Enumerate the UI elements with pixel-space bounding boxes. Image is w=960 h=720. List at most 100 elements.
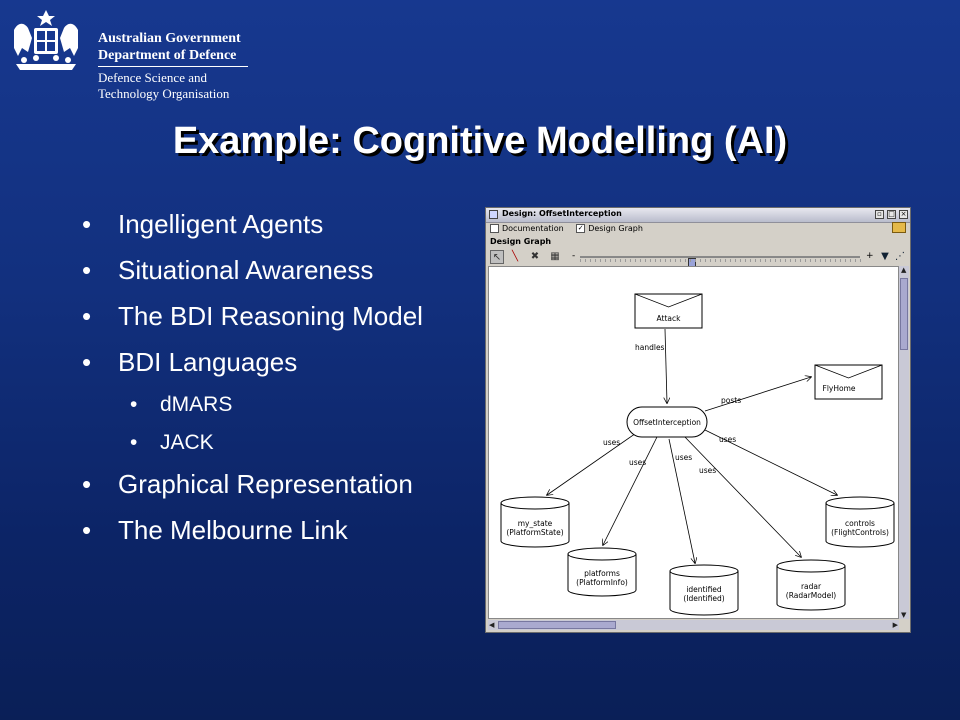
layout-grid-icon[interactable]: ▦ bbox=[550, 251, 560, 262]
node-label: controls bbox=[845, 519, 875, 528]
node-platforms[interactable]: platforms (PlatformInfo) bbox=[567, 547, 637, 597]
slider-tick bbox=[640, 259, 641, 262]
slider-tick bbox=[760, 259, 761, 262]
slider-tick bbox=[630, 259, 631, 262]
slider-tick bbox=[835, 259, 836, 262]
slider-tick bbox=[785, 259, 786, 262]
design-window: Design: OffsetInterception ▫ □ × Documen… bbox=[485, 207, 911, 633]
slider-tick bbox=[740, 259, 741, 262]
zoom-in-label: + bbox=[866, 251, 874, 261]
select-pointer-icon[interactable]: ↖ bbox=[490, 250, 504, 264]
slider-tick bbox=[735, 259, 736, 262]
slider-tick bbox=[730, 259, 731, 262]
slider-tick bbox=[825, 259, 826, 262]
vertical-scroll-thumb[interactable] bbox=[900, 278, 908, 350]
window-icon bbox=[489, 210, 498, 219]
slider-tick bbox=[650, 259, 651, 262]
node-radar[interactable]: radar (RadarModel) bbox=[776, 559, 846, 611]
edge-uses-platforms bbox=[603, 436, 658, 545]
slider-tick bbox=[595, 259, 596, 262]
section-label: Design Graph bbox=[490, 237, 552, 246]
documentation-checkbox[interactable] bbox=[490, 224, 499, 233]
delete-icon[interactable]: ✖ bbox=[530, 251, 540, 262]
slider-tick bbox=[610, 259, 611, 262]
agency-divider bbox=[98, 66, 248, 67]
horizontal-scrollbar[interactable]: ◀ ▶ bbox=[488, 620, 899, 630]
agency-line-3: Defence Science and bbox=[98, 70, 207, 85]
node-flyhome[interactable]: FlyHome bbox=[814, 364, 883, 400]
node-attack[interactable]: Attack bbox=[634, 293, 703, 329]
slider-tick bbox=[685, 259, 686, 262]
bullet-list: Ingelligent Agents Situational Awareness… bbox=[78, 205, 458, 557]
edge-label-posts: posts bbox=[721, 396, 741, 405]
node-offset-interception[interactable]: OffsetInterception bbox=[626, 406, 708, 438]
edge-label-uses: uses bbox=[629, 458, 646, 467]
slider-tick bbox=[690, 259, 691, 262]
slider-tick bbox=[745, 259, 746, 262]
slider-tick bbox=[725, 259, 726, 262]
zoom-slider[interactable] bbox=[580, 256, 861, 267]
slider-tick bbox=[645, 259, 646, 262]
close-icon[interactable]: × bbox=[899, 210, 908, 219]
node-label: identified bbox=[686, 585, 722, 594]
zoom-out-label: - bbox=[572, 251, 576, 261]
bullet-item: Situational Awareness bbox=[78, 251, 458, 289]
view-toggles: Documentation ✓Design Graph bbox=[490, 224, 653, 233]
bullet-item: Graphical Representation bbox=[78, 465, 458, 503]
agency-line-4: Technology Organisation bbox=[98, 86, 230, 101]
documentation-toggle[interactable]: Documentation bbox=[490, 224, 564, 233]
filter-icon[interactable]: ▼ bbox=[881, 251, 889, 262]
bullet-item: BDI Languages bbox=[78, 343, 458, 381]
node-type: (PlatformState) bbox=[506, 528, 563, 537]
node-identified[interactable]: identified (Identified) bbox=[669, 564, 739, 616]
node-label: Attack bbox=[657, 314, 682, 323]
design-graph-canvas[interactable]: handles posts uses uses uses uses uses A… bbox=[488, 266, 899, 619]
vertical-scrollbar[interactable]: ▲ ▼ bbox=[899, 266, 909, 619]
scroll-right-icon[interactable]: ▶ bbox=[892, 621, 898, 629]
slider-tick bbox=[615, 259, 616, 262]
sub-bullet-item: JACK bbox=[78, 427, 458, 459]
coat-of-arms-icon bbox=[14, 10, 78, 70]
draw-link-icon[interactable]: ╲ bbox=[511, 251, 519, 262]
slider-tick bbox=[770, 259, 771, 262]
slider-tick bbox=[775, 259, 776, 262]
slider-tick bbox=[680, 259, 681, 262]
slider-tick bbox=[845, 259, 846, 262]
maximize-icon[interactable]: □ bbox=[887, 210, 896, 219]
node-my-state[interactable]: my_state (PlatformState) bbox=[500, 496, 570, 548]
design-graph-checkbox[interactable]: ✓ bbox=[576, 224, 586, 233]
window-titlebar[interactable]: Design: OffsetInterception ▫ □ × bbox=[486, 208, 910, 223]
horizontal-scroll-thumb[interactable] bbox=[498, 621, 616, 629]
slider-tick bbox=[670, 259, 671, 262]
edge-label-uses: uses bbox=[719, 435, 736, 444]
slider-tick bbox=[605, 259, 606, 262]
agency-line-2: Department of Defence bbox=[98, 48, 237, 63]
edge-label-uses: uses bbox=[675, 453, 692, 462]
slider-tick bbox=[850, 259, 851, 262]
slide-title: Example: Cognitive Modelling (AI) bbox=[172, 120, 788, 162]
documentation-label: Documentation bbox=[502, 224, 564, 233]
node-controls[interactable]: controls (FlightControls) bbox=[825, 496, 895, 548]
edge-handles bbox=[665, 328, 667, 403]
scroll-down-icon[interactable]: ▼ bbox=[901, 611, 907, 619]
slider-tick bbox=[600, 259, 601, 262]
bullet-item: Ingelligent Agents bbox=[78, 205, 458, 243]
scroll-up-icon[interactable]: ▲ bbox=[901, 266, 907, 274]
restore-icon[interactable]: ▫ bbox=[875, 210, 884, 219]
node-type: (FlightControls) bbox=[831, 528, 889, 537]
bullet-item: The Melbourne Link bbox=[78, 511, 458, 549]
slider-tick bbox=[675, 259, 676, 262]
agency-logo: Australian Government Department of Defe… bbox=[8, 8, 253, 101]
scroll-left-icon[interactable]: ◀ bbox=[489, 621, 495, 629]
slider-tick bbox=[720, 259, 721, 262]
slider-tick bbox=[805, 259, 806, 262]
slider-tick bbox=[840, 259, 841, 262]
slider-tick bbox=[655, 259, 656, 262]
edge-label-handles: handles bbox=[635, 343, 665, 352]
design-graph: handles posts uses uses uses uses uses A… bbox=[500, 293, 895, 616]
design-graph-toggle[interactable]: ✓Design Graph bbox=[576, 224, 643, 233]
edge-posts bbox=[704, 377, 811, 412]
graph-layout-icon[interactable]: ⋰ bbox=[895, 251, 905, 262]
slider-tick bbox=[710, 259, 711, 262]
folder-icon[interactable] bbox=[892, 222, 906, 233]
